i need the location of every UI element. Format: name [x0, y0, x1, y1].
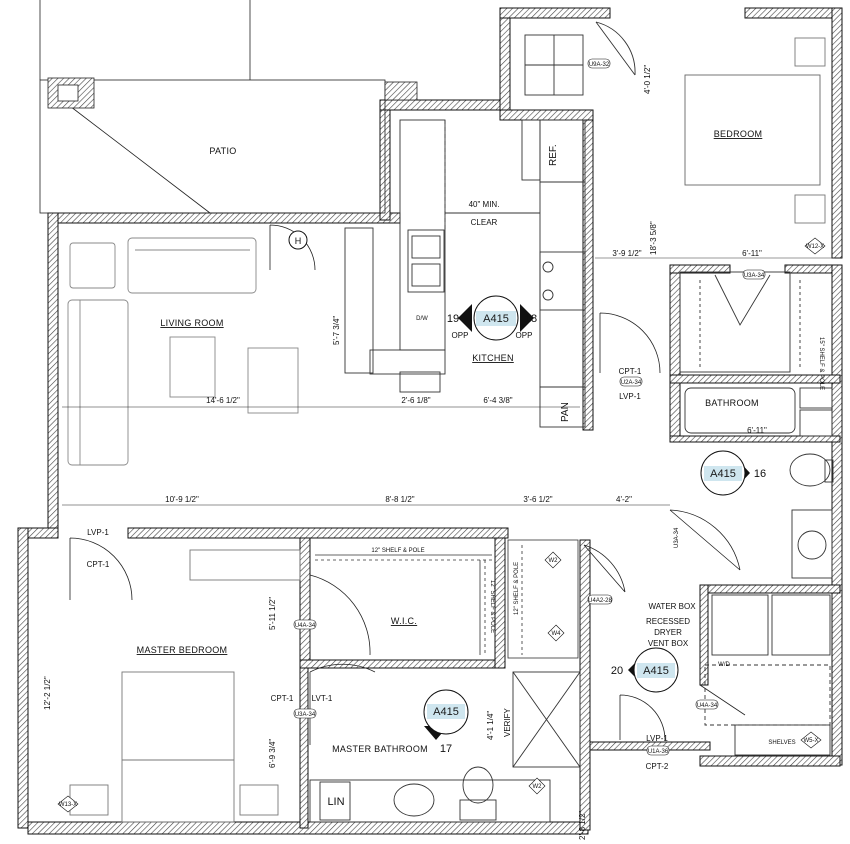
svg-text:VENT BOX: VENT BOX — [648, 639, 689, 648]
svg-text:CLEAR: CLEAR — [471, 218, 498, 227]
svg-text:CPT-2: CPT-2 — [646, 762, 669, 771]
svg-text:4'-0 1/2": 4'-0 1/2" — [643, 65, 652, 94]
svg-text:6'-11": 6'-11" — [742, 249, 762, 258]
svg-text:12'-2 1/2": 12'-2 1/2" — [43, 676, 52, 710]
svg-text:RECESSED: RECESSED — [646, 617, 690, 626]
svg-text:20: 20 — [611, 665, 623, 677]
svg-text:U9A-32: U9A-32 — [589, 62, 610, 68]
svg-text:W12-X: W12-X — [806, 244, 824, 250]
svg-text:W13-X: W13-X — [59, 802, 77, 808]
svg-text:OPP: OPP — [516, 331, 533, 340]
patio — [39, 0, 418, 214]
pan-label: PAN — [560, 402, 571, 422]
room-master-bath: MASTER BATHROOM — [332, 744, 428, 754]
hose-bib-marker: H — [288, 230, 308, 250]
section-callout-3[interactable]: A415 17 — [423, 689, 469, 755]
section-callout-2[interactable]: A415 16 — [700, 450, 766, 496]
svg-text:5'-7 3/4": 5'-7 3/4" — [332, 316, 341, 345]
master-fixtures — [62, 504, 670, 823]
svg-text:OPP: OPP — [452, 331, 469, 340]
svg-text:W2: W2 — [549, 558, 559, 564]
svg-text:VERIFY: VERIFY — [503, 707, 512, 737]
room-master-bedroom: MASTER BEDROOM — [137, 645, 228, 655]
doors — [69, 224, 746, 745]
svg-text:U1A-36: U1A-36 — [648, 749, 669, 755]
svg-text:U3A-34: U3A-34 — [744, 273, 765, 279]
svg-text:U3A-34: U3A-34 — [295, 712, 316, 718]
svg-text:18: 18 — [525, 313, 537, 325]
svg-text:12" SHELF & POLE: 12" SHELF & POLE — [514, 562, 520, 615]
svg-text:A415: A415 — [643, 665, 669, 677]
svg-text:LVP-1: LVP-1 — [619, 392, 641, 401]
svg-text:LVT-1: LVT-1 — [312, 694, 333, 703]
section-callout-4[interactable]: A415 20 — [611, 647, 679, 693]
svg-text:W2: W2 — [533, 784, 543, 790]
svg-text:3'-6 1/2": 3'-6 1/2" — [523, 495, 552, 504]
svg-text:A415: A415 — [710, 468, 736, 480]
svg-text:LVP-1: LVP-1 — [87, 528, 109, 537]
finish-notes: CPT-1 LVP-1 LVP-1 CPT-1 CPT-1 LVT-1 LVP-… — [87, 337, 824, 771]
svg-text:2'-8 1/2": 2'-8 1/2" — [578, 811, 587, 840]
svg-text:CPT-1: CPT-1 — [87, 560, 110, 569]
svg-text:H: H — [295, 236, 302, 246]
svg-text:U4A-34: U4A-34 — [295, 623, 316, 629]
section-callout-1[interactable]: A415 19 18 OPP OPP — [447, 295, 537, 341]
svg-text:12" SHELF & POLE: 12" SHELF & POLE — [371, 548, 424, 554]
room-bathroom: BATHROOM — [705, 398, 759, 408]
svg-text:LVP-1: LVP-1 — [646, 734, 668, 743]
svg-text:10'-9 1/2": 10'-9 1/2" — [165, 495, 199, 504]
svg-text:12" SHELF & POLE: 12" SHELF & POLE — [489, 580, 495, 633]
svg-text:19: 19 — [447, 313, 459, 325]
room-wic: W.I.C. — [391, 616, 417, 626]
svg-text:16: 16 — [754, 468, 766, 480]
ref-label: REF. — [548, 144, 559, 166]
dw-label: D/W — [416, 316, 428, 322]
svg-text:15" SHELF & POLE: 15" SHELF & POLE — [818, 337, 824, 390]
door-window-tags: U9A-32 U3A-34 U2A-34 U3A-34 U4A-34 U3A-3… — [57, 58, 826, 813]
room-patio: PATIO — [209, 146, 236, 156]
hall-bath-fixtures — [679, 271, 834, 579]
room-kitchen: KITCHEN — [472, 353, 514, 363]
svg-text:5'-11 1/2": 5'-11 1/2" — [268, 597, 277, 630]
svg-text:4'-1 1/4": 4'-1 1/4" — [486, 711, 495, 740]
svg-text:18'-3 5/8": 18'-3 5/8" — [649, 221, 658, 255]
svg-text:8'-8 1/2": 8'-8 1/2" — [385, 495, 414, 504]
room-bedroom: BEDROOM — [714, 129, 763, 139]
svg-text:14'-6 1/2": 14'-6 1/2" — [206, 396, 240, 405]
svg-text:U4A2-28: U4A2-28 — [588, 598, 612, 604]
room-labels: PATIO LIVING ROOM KITCHEN BEDROOM BATHRO… — [137, 129, 763, 808]
svg-text:CPT-1: CPT-1 — [619, 367, 642, 376]
dimensions: 40" MIN. CLEAR 4'-0 1/2" 18'-3 5/8" 3'-9… — [43, 65, 767, 840]
svg-text:4'-2": 4'-2" — [616, 495, 632, 504]
svg-text:W5-X: W5-X — [804, 738, 819, 744]
wic-fixtures — [315, 539, 579, 659]
svg-text:A415: A415 — [483, 313, 509, 325]
kitchen-fixtures — [344, 119, 586, 428]
living-furniture — [62, 237, 580, 466]
bedroom-fixtures — [524, 21, 835, 259]
laundry-fixtures — [704, 594, 831, 756]
svg-text:U4A-34: U4A-34 — [697, 703, 718, 709]
svg-text:U2A-34: U2A-34 — [621, 380, 642, 386]
svg-text:6'-4 3/8": 6'-4 3/8" — [483, 396, 512, 405]
svg-text:40" MIN.: 40" MIN. — [469, 200, 500, 209]
svg-text:U3A-34: U3A-34 — [674, 527, 680, 548]
svg-text:W/D: W/D — [718, 662, 730, 668]
svg-text:6'-11": 6'-11" — [747, 426, 767, 435]
svg-text:A415: A415 — [433, 706, 459, 718]
svg-text:6'-9 3/4": 6'-9 3/4" — [268, 739, 277, 768]
svg-text:SHELVES: SHELVES — [768, 740, 795, 746]
room-lin: LIN — [327, 796, 344, 808]
svg-text:W4: W4 — [552, 631, 562, 637]
svg-text:17: 17 — [440, 743, 452, 755]
svg-text:WATER BOX: WATER BOX — [648, 602, 696, 611]
room-living: LIVING ROOM — [160, 318, 223, 328]
svg-text:CPT-1: CPT-1 — [271, 694, 294, 703]
svg-text:DRYER: DRYER — [654, 628, 682, 637]
svg-text:3'-9 1/2": 3'-9 1/2" — [612, 249, 641, 258]
master-bath-fixtures — [309, 671, 581, 823]
svg-text:2'-6 1/8": 2'-6 1/8" — [401, 396, 430, 405]
